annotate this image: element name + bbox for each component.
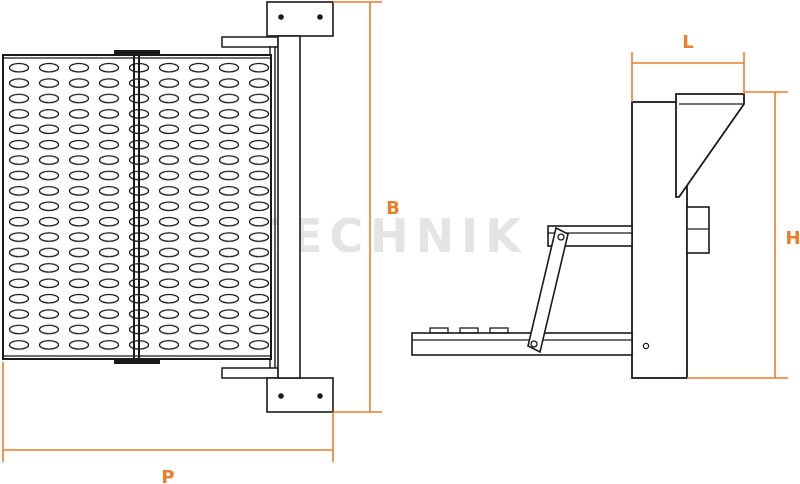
dimension-label-h: H bbox=[785, 228, 800, 249]
dimension-l bbox=[631, 52, 745, 102]
tread-perforation bbox=[3, 58, 271, 356]
top-mount-plate bbox=[266, 1, 334, 37]
lower-tread bbox=[411, 332, 633, 356]
bottom-arm bbox=[221, 367, 279, 379]
bolt-hole-icon bbox=[642, 342, 650, 350]
top-arm bbox=[221, 36, 279, 48]
stop-block bbox=[686, 206, 710, 254]
bolt-hole-icon bbox=[317, 14, 323, 20]
bottom-mount-plate bbox=[266, 377, 334, 413]
hook-bracket bbox=[675, 93, 745, 198]
seam-clip bbox=[114, 358, 160, 364]
upper-tread bbox=[547, 225, 633, 247]
pivot-icon bbox=[557, 233, 565, 241]
front-view bbox=[2, 1, 334, 413]
dimension-label-b: B bbox=[386, 198, 400, 219]
bolt-hole-icon bbox=[317, 393, 323, 399]
bolt-hole-icon bbox=[278, 393, 284, 399]
bolt-hole-icon bbox=[278, 14, 284, 20]
dimension-b bbox=[333, 1, 382, 413]
diagonal-link bbox=[527, 226, 569, 354]
dimension-p bbox=[2, 362, 334, 462]
dimension-label-p: P bbox=[161, 467, 174, 484]
dimension-h bbox=[687, 91, 788, 379]
dimension-label-l: L bbox=[682, 32, 693, 53]
side-view bbox=[411, 93, 745, 379]
seam-clip bbox=[114, 50, 160, 56]
pivot-icon bbox=[530, 340, 538, 348]
main-post bbox=[277, 35, 301, 379]
